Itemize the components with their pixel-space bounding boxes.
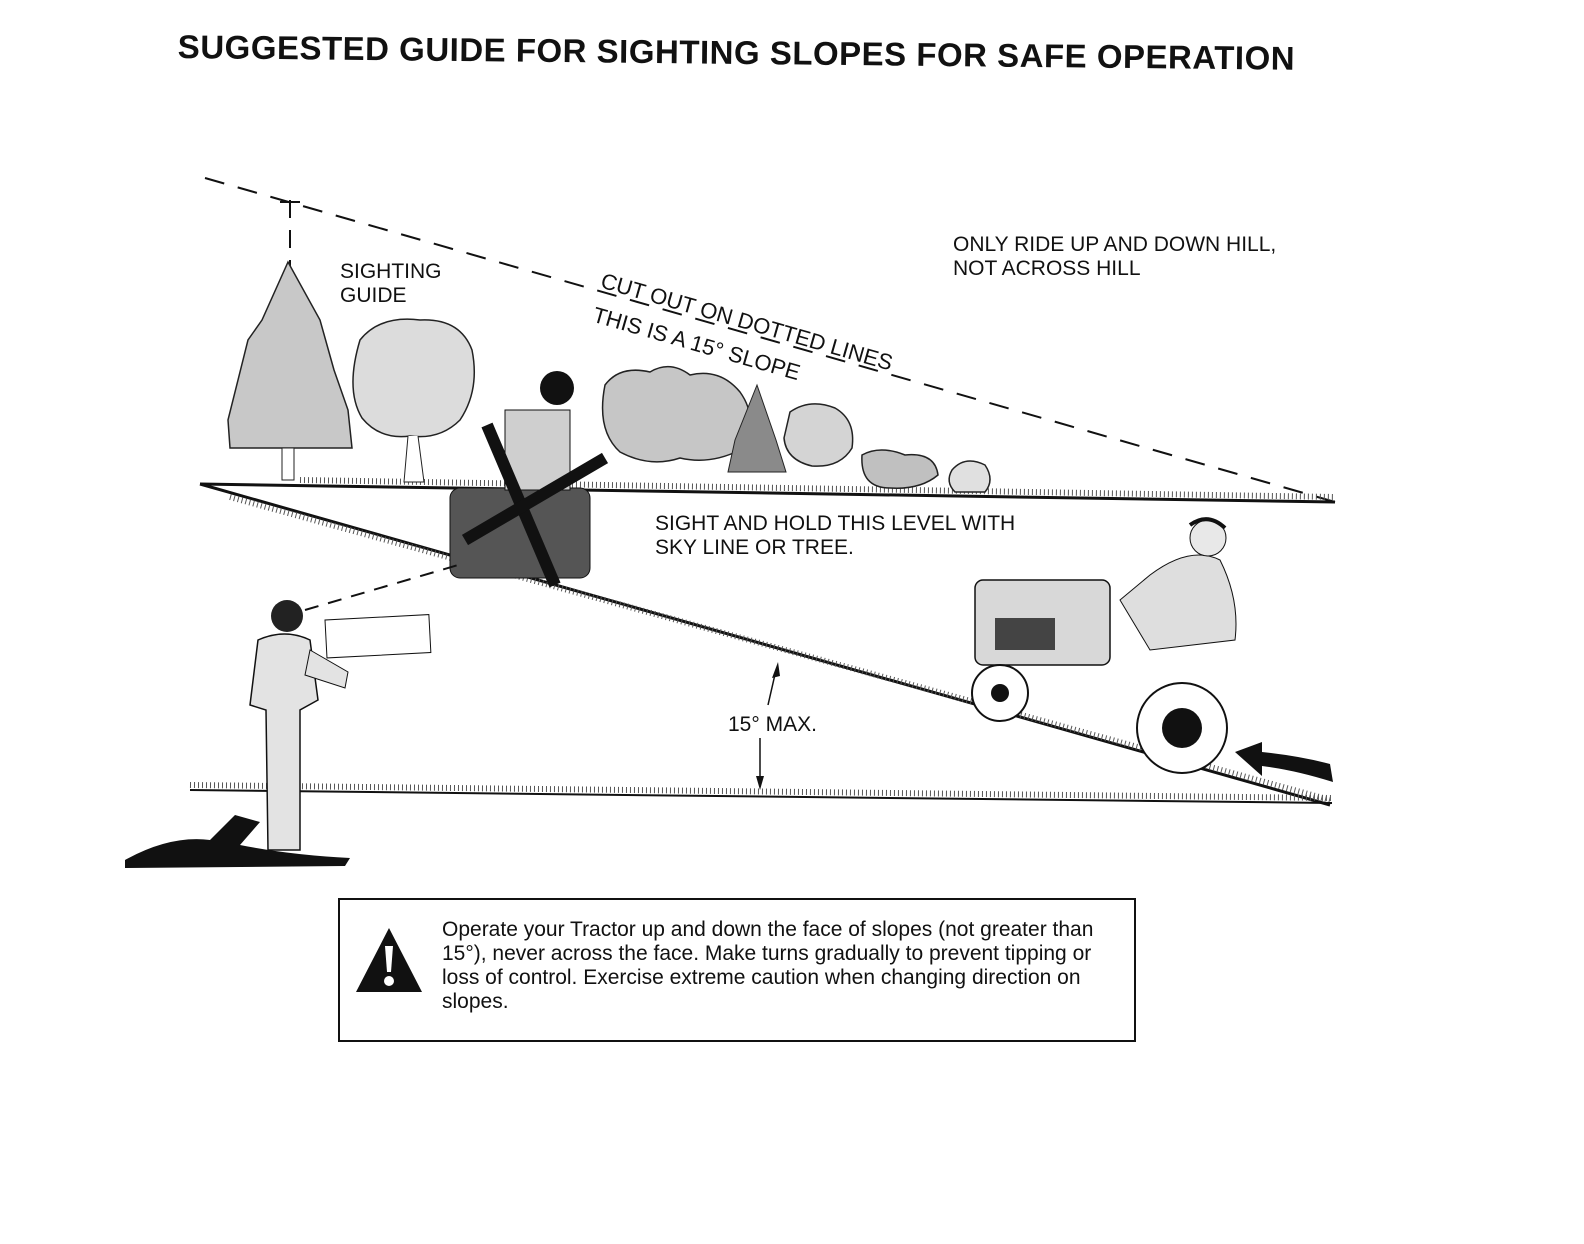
sight-hold-note: SIGHT AND HOLD THIS LEVEL WITH SKY LINE …: [655, 512, 1015, 560]
ride-note-line1: ONLY RIDE UP AND DOWN HILL,: [953, 233, 1277, 256]
slope-line: [199, 482, 1331, 807]
prohibited-x-icon: [461, 422, 609, 588]
pine-tree-icon: [227, 260, 353, 481]
tractor-up-slope-icon: [971, 517, 1237, 774]
sight-hold-line1: SIGHT AND HOLD THIS LEVEL WITH: [655, 512, 1016, 535]
ride-note-line2: NOT ACROSS HILL: [953, 257, 1141, 280]
warning-box: Operate your Tractor up and down the fac…: [338, 898, 1136, 1042]
tree-cluster-icon: [601, 366, 991, 493]
sight-hold-line2: SKY LINE OR TREE.: [655, 536, 854, 559]
max-angle-label: 15° MAX.: [728, 713, 817, 736]
warning-text: Operate your Tractor up and down the fac…: [442, 918, 1094, 1013]
arrow-up-slope-icon: [1235, 742, 1333, 782]
person-sighting-icon: [125, 600, 432, 868]
sighting-guide-label-line1: SIGHTING: [340, 260, 442, 283]
horizon-line: [199, 482, 1336, 504]
sighting-line: [304, 562, 466, 611]
angle-marker: [756, 662, 780, 790]
ground-line: [189, 789, 1333, 804]
sighting-guide-label: SIGHTING GUIDE: [340, 260, 442, 308]
tractor-across-slope-icon: [449, 371, 591, 579]
deciduous-tree-icon: [352, 318, 475, 483]
sighting-guide-label-line2: GUIDE: [340, 284, 407, 307]
sighting-guide-top-dashed-line: [204, 177, 1336, 503]
ride-note: ONLY RIDE UP AND DOWN HILL, NOT ACROSS H…: [953, 233, 1276, 281]
warning-triangle-icon: [356, 928, 422, 992]
